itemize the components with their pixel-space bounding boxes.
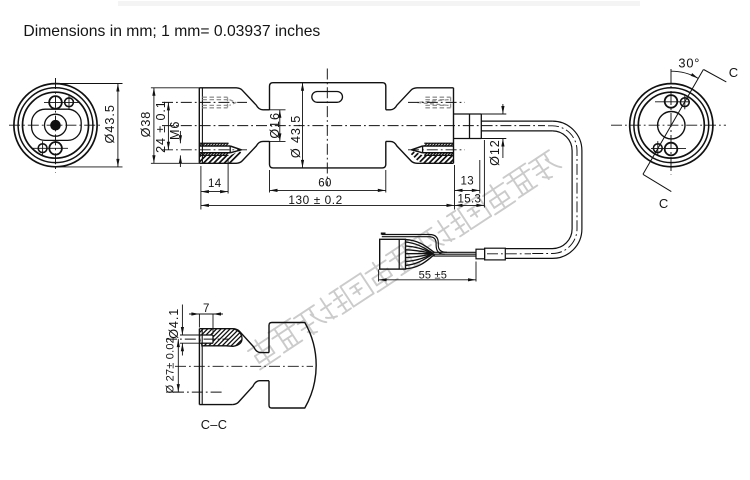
svg-text:14: 14 xyxy=(208,178,222,190)
svg-text:Dimensions in mm; 1 mm= 0.0393: Dimensions in mm; 1 mm= 0.03937 inches xyxy=(23,23,320,40)
svg-text:C: C xyxy=(729,65,739,80)
svg-text:55 ±5: 55 ±5 xyxy=(419,269,447,281)
svg-text:Ø 43.5: Ø 43.5 xyxy=(289,115,303,158)
svg-text:7: 7 xyxy=(203,303,210,315)
svg-text:24 ± 0.1: 24 ± 0.1 xyxy=(154,100,168,153)
svg-text:Ø4.1: Ø4.1 xyxy=(167,308,181,339)
svg-text:60: 60 xyxy=(318,178,332,190)
svg-text:Ø12: Ø12 xyxy=(488,139,502,166)
svg-text:Ø38: Ø38 xyxy=(139,111,153,138)
svg-text:Ø43.5: Ø43.5 xyxy=(103,104,117,143)
svg-text:130 ± 0.2: 130 ± 0.2 xyxy=(288,193,343,207)
svg-text:Ø 27± 0.02: Ø 27± 0.02 xyxy=(165,337,177,393)
svg-text:C: C xyxy=(659,196,669,211)
svg-text:13: 13 xyxy=(461,176,475,188)
svg-text:Ø16: Ø16 xyxy=(268,112,282,139)
svg-text:C–C: C–C xyxy=(201,417,228,432)
svg-text:15.3: 15.3 xyxy=(458,193,482,205)
svg-text:30°: 30° xyxy=(678,56,700,71)
svg-text:M6: M6 xyxy=(168,121,182,140)
